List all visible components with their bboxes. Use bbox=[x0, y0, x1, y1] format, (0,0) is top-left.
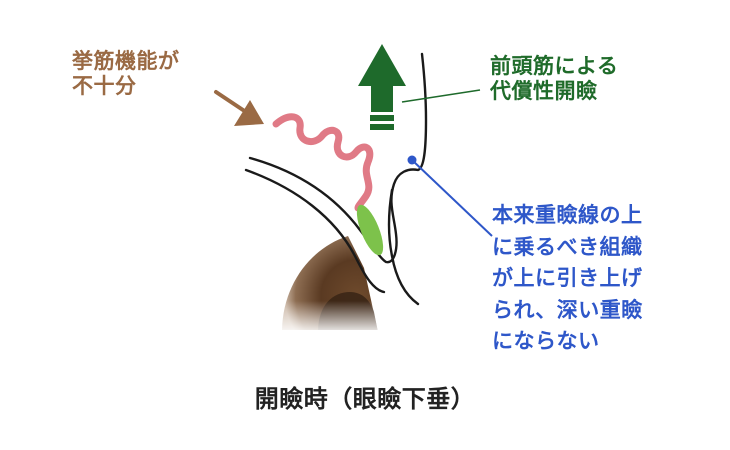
tissue-label-line-1: 本来重瞼線の上 bbox=[492, 203, 643, 227]
tissue-label-line-2: に乗るべき組織 bbox=[492, 234, 643, 259]
levator-weak-arrow bbox=[214, 90, 264, 126]
eyelid-inner-line bbox=[244, 168, 386, 294]
frontalis-up-arrow-icon bbox=[358, 44, 406, 130]
levator-label-line-1: 挙筋機能が bbox=[72, 49, 180, 73]
frontalis-label-line-1: 前頭筋による bbox=[490, 54, 619, 78]
frontalis-label-line-2: 代償性開瞼 bbox=[490, 79, 598, 104]
frontalis-leader-line bbox=[401, 89, 481, 103]
tissue-label-line-3: が上に引き上げ bbox=[492, 266, 643, 290]
tissue-pointer bbox=[407, 155, 493, 237]
levator-aponeurosis bbox=[356, 204, 384, 256]
crease-tissue-label: 本来重瞼線の上 に乗るべき組織 が上に引き上げ られ、深い重瞼 にならない bbox=[492, 200, 643, 358]
tissue-label-line-5: にならない bbox=[492, 329, 600, 353]
eyelid-outer-line bbox=[248, 52, 428, 264]
eyeball-fade bbox=[250, 180, 410, 330]
levator-label-line-2: 不十分 bbox=[72, 74, 137, 99]
eyeball bbox=[250, 180, 410, 330]
frontalis-compensation-label: 前頭筋による 代償性開瞼 bbox=[490, 54, 618, 104]
levator-muscle-wave bbox=[272, 113, 374, 212]
diagram-caption: 開瞼時（眼瞼下垂） bbox=[254, 385, 476, 413]
levator-function-label: 挙筋機能が 不十分 bbox=[72, 49, 180, 99]
eyelid-margin-line bbox=[387, 188, 420, 306]
tissue-label-line-4: られ、深い重瞼 bbox=[492, 297, 643, 322]
